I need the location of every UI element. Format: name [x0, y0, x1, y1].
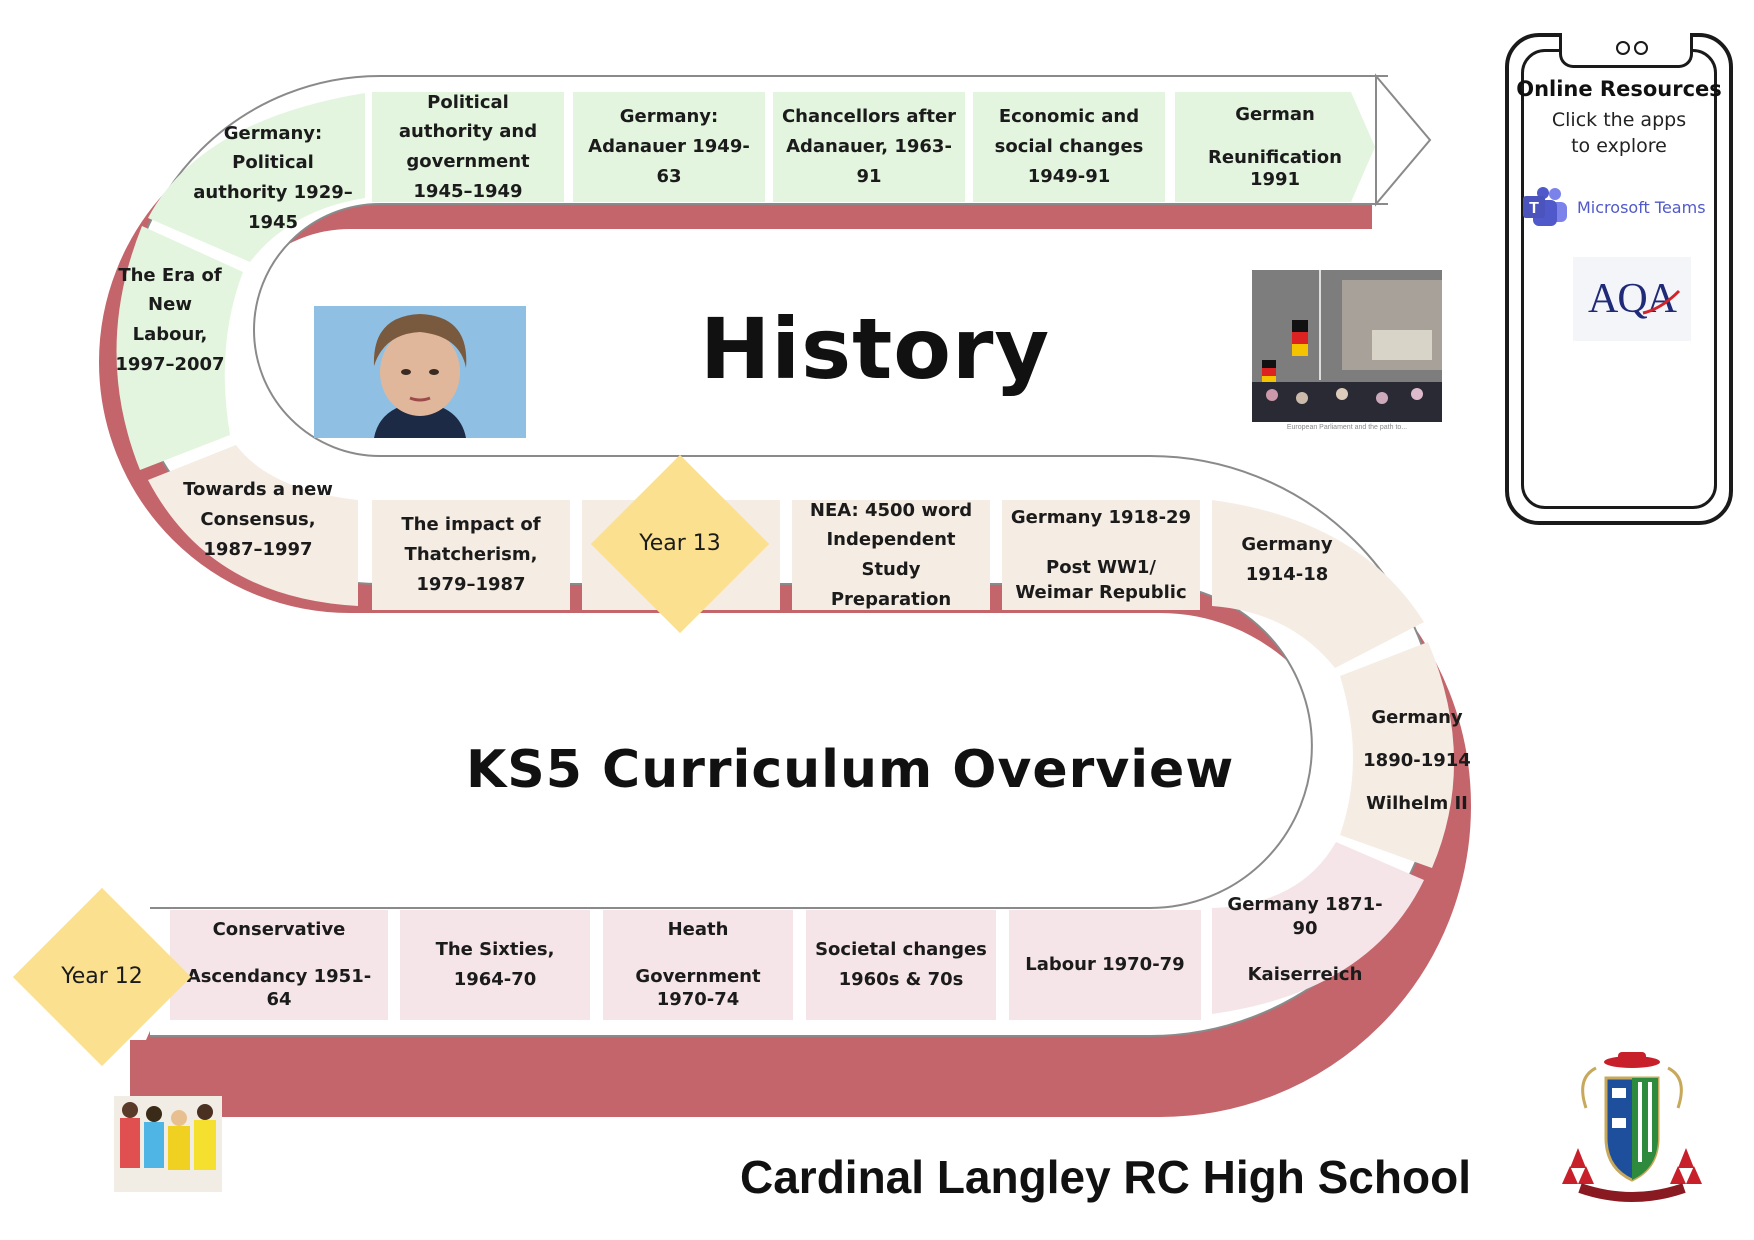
topic-adenauer: Germany: Adanauer 1949-63	[573, 92, 765, 202]
phone-notch	[1559, 33, 1693, 68]
topic-nea: NEA: 4500 word Independent Study Prepara…	[792, 500, 990, 610]
curve-tile-right-lower	[1212, 842, 1424, 1014]
topic-germany-1914: Germany 1914-18	[1241, 534, 1333, 585]
crest-icon	[1562, 1052, 1702, 1202]
thatcher-photo	[314, 306, 526, 438]
curve-tile-right	[1340, 642, 1455, 868]
topic-conservative-ascendancy: Conservative Ascendancy 1951-64	[170, 910, 388, 1020]
topic-political-authority-1945: Political authority and government 1945–…	[372, 92, 564, 202]
aqa-logo: AQA	[1588, 276, 1677, 322]
online-resources-heading: Online Resources	[1516, 77, 1722, 101]
photo-caption: European Parliament and the path to...	[1286, 424, 1408, 431]
curve-tile-top-left	[148, 93, 365, 262]
topic-new-consensus: Towards a new Consensus, 1987–1997	[183, 479, 333, 560]
online-resources-phone: Online Resources Click the apps to explo…	[1505, 33, 1733, 525]
topic-economic-social: Economic and social changes 1949-91	[973, 92, 1165, 202]
online-resources-line1: Click the apps	[1551, 109, 1687, 131]
curve-tile-right-upper	[1212, 500, 1424, 668]
topic-chancellors: Chancellors after Adanauer, 1963-91	[773, 92, 965, 202]
school-crest	[1556, 1048, 1708, 1208]
curve-tile-mid-left	[148, 445, 358, 606]
topic-heath: Heath Government 1970-74	[603, 910, 793, 1020]
school-name: Cardinal Langley RC High School	[740, 1151, 1471, 1203]
topic-political-authority-1929: Germany: Political authority 1929–1945	[193, 122, 353, 233]
microsoft-teams-link[interactable]: T Microsoft Teams	[1521, 185, 1721, 229]
microsoft-teams-icon: T	[1523, 187, 1567, 226]
topic-weimar: Germany 1918-29 Post WW1/ Weimar Republi…	[1002, 500, 1200, 610]
topic-new-labour: The Era of New Labour, 1997–2007	[115, 264, 225, 375]
camera-icon	[1616, 41, 1630, 55]
topic-reunification: German Reunification 1991	[1175, 92, 1375, 202]
svg-text:T: T	[1529, 200, 1539, 217]
topic-wilhelm: Germany 1890-1914 Wilhelm II	[1363, 707, 1471, 815]
topic-labour: Labour 1970-79	[1009, 910, 1201, 1020]
microsoft-teams-label: Microsoft Teams	[1577, 197, 1706, 217]
page-subtitle: KS5 Curriculum Overview	[466, 740, 1235, 800]
sensor-icon	[1634, 41, 1648, 55]
page-title: History	[700, 300, 1051, 398]
aqa-link[interactable]: AQA	[1573, 257, 1691, 341]
reunification-photo	[1252, 270, 1442, 422]
sixties-photo	[114, 1096, 222, 1192]
topic-societal-changes: Societal changes 1960s & 70s	[806, 910, 996, 1020]
year12-label: Year 12	[61, 964, 143, 989]
curve-tile-left	[116, 226, 243, 470]
year13-label: Year 13	[639, 531, 721, 556]
topic-sixties: The Sixties, 1964-70	[400, 910, 590, 1020]
topic-kaiserreich: Germany 1871-90 Kaiserreich	[1227, 894, 1383, 986]
topic-thatcherism: The impact of Thatcherism, 1979–1987	[372, 500, 570, 610]
online-resources-line2: to explore	[1571, 135, 1667, 157]
road-arrow-head	[1375, 73, 1432, 207]
aqa-swoosh-icon	[1642, 289, 1681, 315]
